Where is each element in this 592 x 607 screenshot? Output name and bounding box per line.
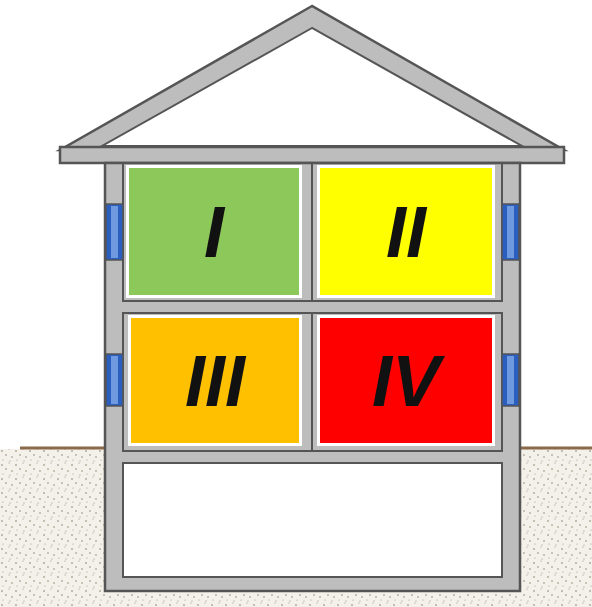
window-glass: [507, 206, 514, 258]
room-box: IV: [317, 315, 495, 446]
room-number: II: [386, 196, 426, 268]
attic: [102, 28, 522, 146]
window: [106, 354, 123, 406]
lower-floor: [123, 313, 502, 451]
room-number: IV: [372, 345, 440, 417]
house-walls: [105, 163, 520, 591]
eaves: [60, 147, 564, 163]
room-box: III: [128, 315, 302, 446]
window-glass: [507, 356, 514, 404]
window: [502, 204, 519, 260]
upper-floor: [123, 163, 502, 301]
wall-line: [311, 313, 313, 451]
window-glass: [111, 356, 118, 404]
window: [502, 354, 519, 406]
wall-line: [311, 163, 313, 301]
room-box: I: [126, 165, 302, 298]
window: [106, 204, 123, 260]
basement: [123, 463, 502, 577]
roof: [60, 6, 564, 150]
window-glass: [111, 206, 118, 258]
room-box: II: [317, 165, 495, 298]
room-number: III: [185, 345, 245, 417]
room-number: I: [204, 196, 224, 268]
